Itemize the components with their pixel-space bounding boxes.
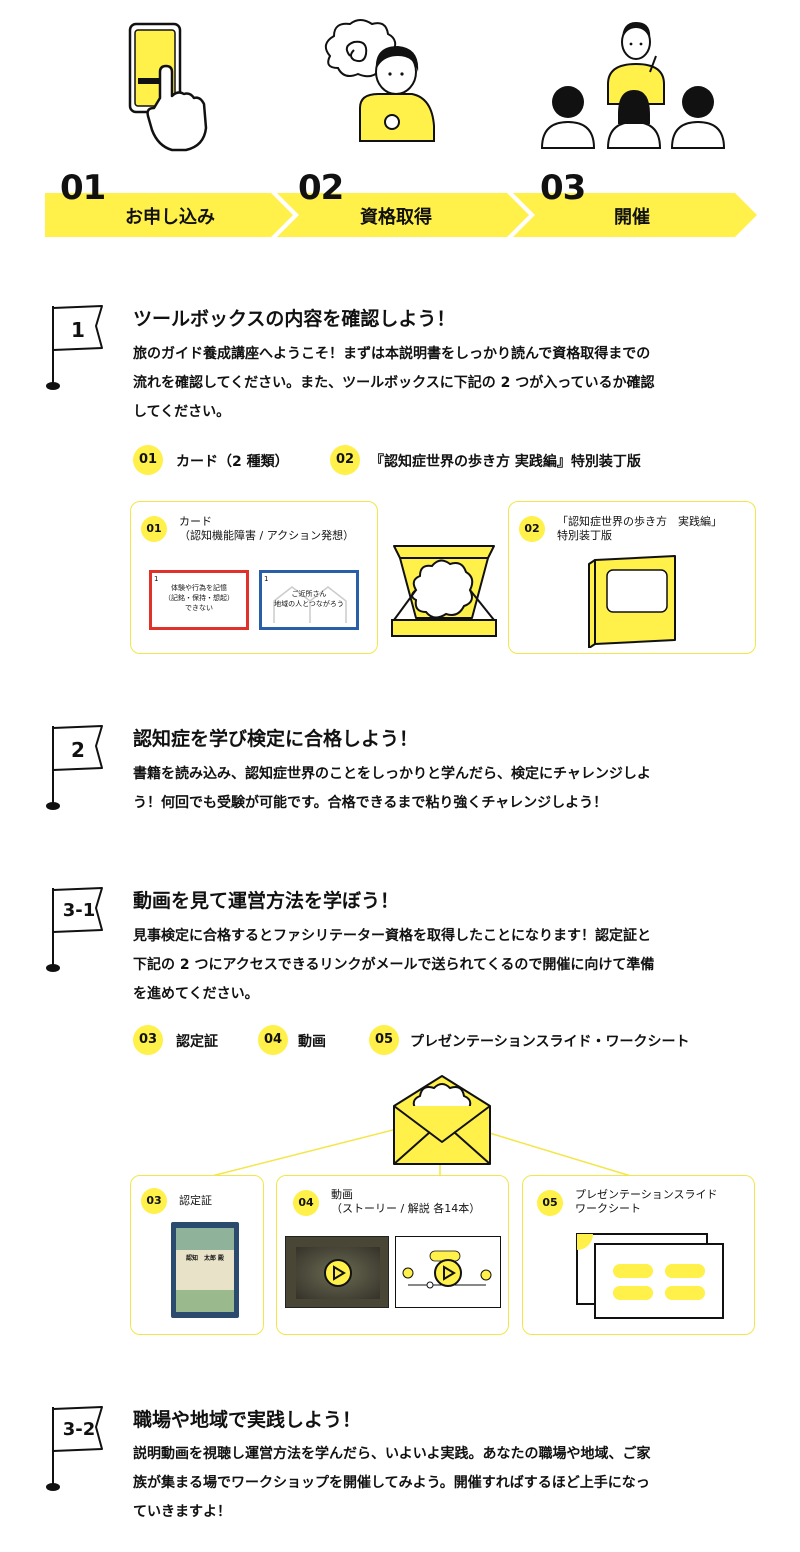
body-line: 族が集まる場でワークショップを開催してみよう。開催すればするほど上手になっ — [133, 1475, 650, 1491]
panel-badge: 05 — [537, 1190, 563, 1216]
card-text: 体験や行為を記憶 （記銘・保持・想起） できない — [164, 584, 234, 612]
body-line: 下記の 2 つにアクセスできるリンクがメールで送られてくるので開催に向けて準備 — [133, 957, 655, 973]
envelope-icon — [393, 1075, 491, 1165]
toolbox-illustration — [391, 545, 497, 637]
card-number: 1 — [154, 575, 159, 583]
badge-02: 02 — [330, 445, 360, 475]
item-label-slides: プレゼンテーションスライド・ワークシート — [410, 1034, 690, 1050]
certificate-panel: 03 認定証 認知 太郎 殿 — [130, 1175, 264, 1335]
flag-label-3-2: 3-2 — [62, 1419, 96, 1440]
card-text: ご近所さん 地域の人とつながろう — [274, 590, 344, 608]
item-label-video: 動画 — [298, 1034, 326, 1050]
certificate-name: 認知 太郎 殿 — [185, 1255, 225, 1262]
flag-label-2: 2 — [71, 738, 85, 762]
panel-badge: 04 — [293, 1190, 319, 1216]
panel-badge: 02 — [519, 516, 545, 542]
slides-illustration — [576, 1233, 724, 1319]
body-line: ていきますよ！ — [133, 1504, 231, 1520]
flag-icon — [46, 1406, 103, 1491]
panel-badge: 03 — [141, 1188, 167, 1214]
panel-caption: 動画 （ストーリー / 解説 各14本） — [331, 1188, 481, 1215]
cognitive-card: 1 体験や行為を記憶 （記銘・保持・想起） できない — [149, 570, 249, 630]
book-panel: 02 「認知症世界の歩き方 実践編」 特別装丁版 — [508, 501, 756, 654]
body-line: う！何回でも受験が可能です。合格できるまで粘り強くチャレンジしよう！ — [133, 795, 608, 811]
body-line: 見事検定に合格するとファシリテーター資格を取得したことになります！認定証と — [133, 928, 651, 944]
house-icon — [273, 586, 347, 623]
certificate-image: 認知 太郎 殿 — [171, 1222, 239, 1318]
section-title-3-2: 職場や地域で実践しよう！ — [133, 1409, 362, 1431]
card-number: 1 — [264, 575, 269, 583]
step-number-2: 02 — [298, 168, 344, 208]
item-label-book: 『認知症世界の歩き方 実践編』特別装丁版 — [370, 454, 641, 470]
step-number-1: 01 — [60, 168, 106, 208]
section-body-3-2: 説明動画を視聴し運営方法を学んだら、いよいよ実践。あなたの職場や地域、ご家 族が… — [133, 1440, 758, 1527]
panel-caption: カード （認知機能障害 / アクション発想） — [179, 515, 355, 542]
badge-03: 03 — [133, 1025, 163, 1055]
book-illustration — [588, 555, 676, 648]
body-line: 旅のガイド養成講座へようこそ！まずは本説明書をしっかり読んで資格取得までの — [133, 346, 651, 362]
badge-01: 01 — [133, 445, 163, 475]
panel-caption: 認定証 — [179, 1194, 212, 1207]
panel-caption: プレゼンテーションスライド ワークシート — [575, 1188, 718, 1215]
section-title-2: 認知症を学び検定に合格しよう！ — [133, 728, 419, 750]
step-label-2: 資格取得 — [360, 207, 432, 228]
panel-caption: 「認知症世界の歩き方 実践編」 特別装丁版 — [557, 515, 722, 542]
play-icon[interactable] — [434, 1259, 462, 1287]
badge-05: 05 — [369, 1025, 399, 1055]
body-line: 流れを確認してください。また、ツールボックスに下記の 2 つが入っているか確認 — [133, 375, 655, 391]
flag-label-3-1: 3-1 — [62, 900, 96, 921]
step-label-1: お申し込み — [125, 207, 215, 228]
section-body-2: 書籍を読み込み、認知症世界のことをしっかりと学んだら、検定にチャレンジしよ う！… — [133, 760, 758, 818]
section-body-1: 旅のガイド養成講座へようこそ！まずは本説明書をしっかり読んで資格取得までの 流れ… — [133, 340, 758, 427]
video-panel: 04 動画 （ストーリー / 解説 各14本） — [276, 1175, 509, 1335]
story-video-thumbnail[interactable] — [285, 1236, 389, 1308]
body-line: を進めてください。 — [133, 986, 259, 1002]
thinking-person-illustration — [324, 19, 435, 142]
action-card: 1 ご近所さん 地域の人とつながろう — [259, 570, 359, 630]
section-title-1: ツールボックスの内容を確認しよう！ — [133, 308, 456, 330]
explanation-video-thumbnail[interactable] — [395, 1236, 501, 1308]
body-line: 説明動画を視聴し運営方法を学んだら、いよいよ実践。あなたの職場や地域、ご家 — [133, 1446, 651, 1462]
play-icon[interactable] — [324, 1259, 352, 1287]
body-line: してください。 — [133, 404, 231, 420]
flag-label-1: 1 — [71, 318, 85, 342]
step-label-3: 開催 — [614, 207, 650, 228]
section-body-3-1: 見事検定に合格するとファシリテーター資格を取得したことになります！認定証と 下記… — [133, 922, 758, 1009]
flag-icon — [46, 305, 103, 390]
body-line: 書籍を読み込み、認知症世界のことをしっかりと学んだら、検定にチャレンジしよ — [133, 766, 651, 782]
phone-tap-illustration — [128, 22, 208, 152]
cards-panel: 01 カード （認知機能障害 / アクション発想） 1 体験や行為を記憶 （記銘… — [130, 501, 378, 654]
badge-04: 04 — [258, 1025, 288, 1055]
section-title-3-1: 動画を見て運営方法を学ぼう！ — [133, 890, 400, 912]
flag-icon — [46, 725, 103, 810]
item-label-cards: カード（2 種類） — [176, 454, 289, 470]
group-audience-illustration — [540, 22, 726, 149]
slides-panel: 05 プレゼンテーションスライド ワークシート — [522, 1175, 755, 1335]
flag-icon — [46, 887, 103, 972]
item-label-certificate: 認定証 — [176, 1034, 218, 1050]
step-number-3: 03 — [540, 168, 586, 208]
step-arrow-bar — [45, 193, 757, 237]
panel-badge: 01 — [141, 516, 167, 542]
